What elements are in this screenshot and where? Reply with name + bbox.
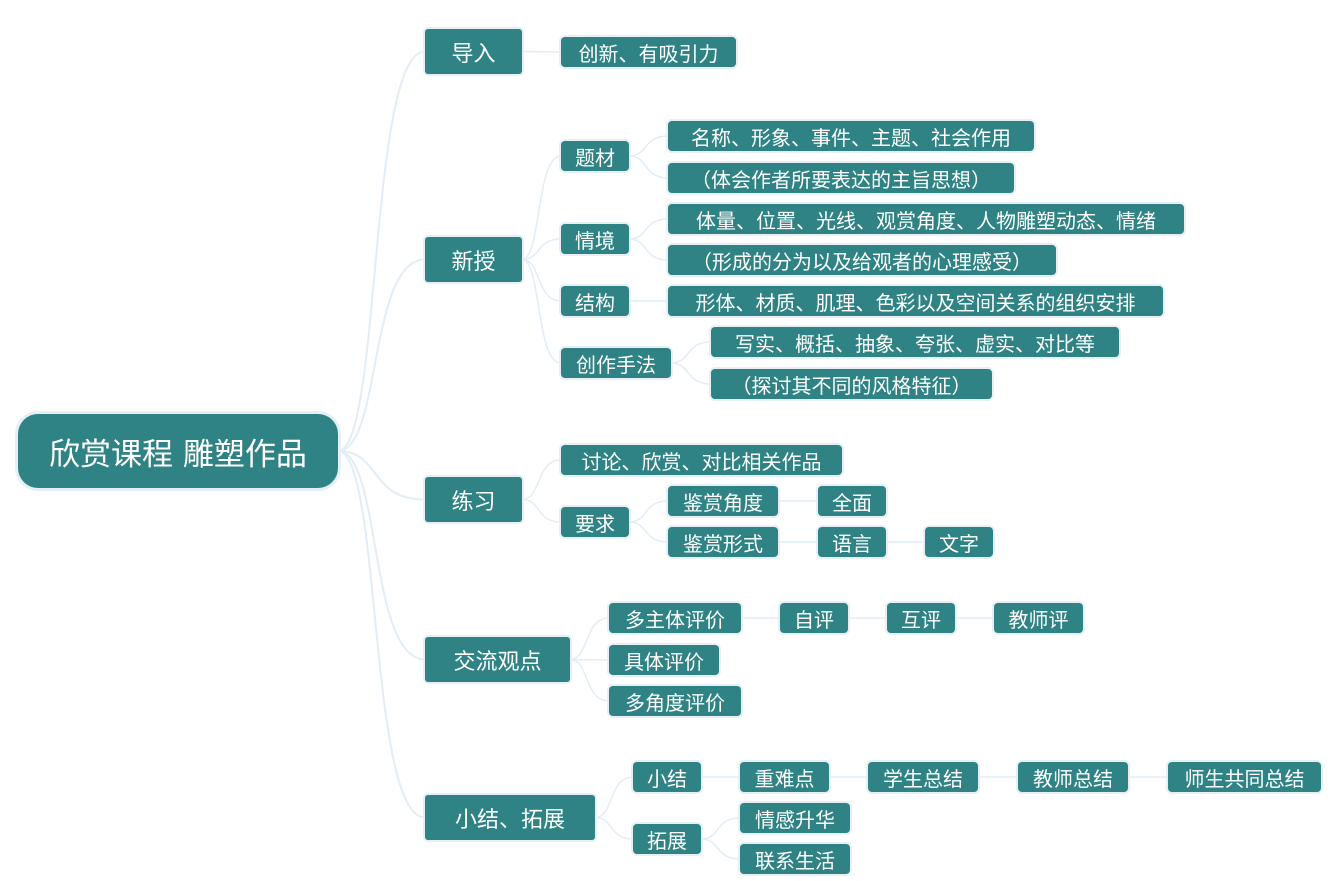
node-key-difficult-points[interactable]: 重难点 bbox=[740, 762, 829, 792]
node-specific-evaluation[interactable]: 具体评价 bbox=[609, 645, 719, 675]
connector-new-to-context bbox=[521, 238, 562, 261]
node-multi-angle-evaluation[interactable]: 多角度评价 bbox=[609, 686, 741, 716]
node-appreciation-angle[interactable]: 鉴赏角度 bbox=[668, 486, 778, 516]
connector-practice-to-discuss bbox=[521, 459, 562, 501]
node-appreciation-form[interactable]: 鉴赏形式 bbox=[668, 527, 778, 557]
situation-elements[interactable]: 体量、位置、光线、观赏角度、人物雕塑动态、情绪 bbox=[668, 204, 1184, 234]
creative-methods-list[interactable]: 写实、概括、抽象、夸张、虚实、对比等 bbox=[711, 327, 1119, 357]
node-multi-subject-evaluation[interactable]: 多主体评价 bbox=[609, 603, 741, 633]
connector-root-to-new bbox=[337, 258, 426, 452]
node-summary[interactable]: 小结 bbox=[633, 762, 701, 792]
branch-practice[interactable]: 练习 bbox=[425, 477, 522, 522]
connector-exchange-to-angles bbox=[569, 658, 610, 702]
connector-context-to-context-c1 bbox=[628, 218, 669, 240]
node-requirements[interactable]: 要求 bbox=[561, 507, 629, 537]
connector-new-to-structure bbox=[521, 258, 562, 302]
connector-summary-to-sum bbox=[594, 776, 634, 819]
branch-intro[interactable]: 导入 bbox=[425, 29, 522, 74]
node-structure[interactable]: 结构 bbox=[561, 286, 629, 316]
node-student-summary[interactable]: 学生总结 bbox=[868, 762, 978, 792]
node-emotional-elevation[interactable]: 情感升华 bbox=[740, 803, 850, 833]
connector-intro-to-intro-c1 bbox=[521, 50, 562, 53]
connector-exchange-to-multi bbox=[569, 617, 610, 661]
branch-new-lesson[interactable]: 新授 bbox=[425, 237, 522, 282]
node-joint-summary[interactable]: 师生共同总结 bbox=[1168, 762, 1321, 792]
intro-innovative-attractive[interactable]: 创新、有吸引力 bbox=[561, 37, 736, 67]
node-comprehensive[interactable]: 全面 bbox=[818, 486, 886, 516]
connector-practice-to-require bbox=[521, 498, 562, 523]
connector-require-to-angle bbox=[628, 500, 669, 523]
node-self-evaluation[interactable]: 自评 bbox=[780, 603, 848, 633]
node-spoken-language[interactable]: 语言 bbox=[818, 527, 886, 557]
node-teacher-evaluation[interactable]: 教师评 bbox=[994, 603, 1083, 633]
connector-new-to-theme bbox=[521, 155, 562, 261]
node-subject-matter[interactable]: 题材 bbox=[561, 141, 629, 171]
node-discuss-appreciate-compare[interactable]: 讨论、欣赏、对比相关作品 bbox=[561, 445, 842, 475]
connector-new-to-method bbox=[521, 258, 562, 364]
node-extension[interactable]: 拓展 bbox=[633, 824, 701, 854]
node-teacher-summary[interactable]: 教师总结 bbox=[1018, 762, 1128, 792]
connector-root-to-practice bbox=[337, 450, 426, 501]
branch-summary-extension[interactable]: 小结、拓展 bbox=[425, 795, 595, 840]
connector-summary-to-extend bbox=[594, 816, 634, 840]
structure-elements[interactable]: 形体、材质、肌理、色彩以及空间关系的组织安排 bbox=[668, 286, 1163, 316]
node-connect-to-life[interactable]: 联系生活 bbox=[740, 844, 850, 874]
subject-matter-note[interactable]: （体会作者所要表达的主旨思想） bbox=[668, 163, 1014, 193]
creative-methods-note[interactable]: （探讨其不同的风格特征） bbox=[711, 369, 992, 399]
connector-method-to-method-c1 bbox=[670, 341, 712, 364]
node-peer-evaluation[interactable]: 互评 bbox=[887, 603, 955, 633]
root-node[interactable]: 欣赏课程 雕塑作品 bbox=[18, 414, 338, 488]
branch-exchange-views[interactable]: 交流观点 bbox=[425, 637, 570, 682]
connector-extend-to-extend-c1 bbox=[700, 817, 741, 840]
connector-theme-to-theme-c2 bbox=[628, 155, 669, 179]
node-creative-methods[interactable]: 创作手法 bbox=[561, 348, 671, 378]
connector-method-to-method-c2 bbox=[670, 362, 712, 385]
connector-context-to-context-c2 bbox=[628, 238, 669, 261]
connector-theme-to-theme-c1 bbox=[628, 135, 669, 157]
connector-root-to-exchange bbox=[337, 450, 426, 661]
connector-require-to-form bbox=[628, 521, 669, 543]
connector-extend-to-extend-c2 bbox=[700, 838, 741, 860]
node-written-text[interactable]: 文字 bbox=[925, 527, 993, 557]
connector-exchange-to-specific bbox=[569, 658, 610, 661]
situation-note[interactable]: （形成的分为以及给观者的心理感受） bbox=[668, 245, 1056, 275]
connector-root-to-intro bbox=[337, 50, 426, 452]
subject-matter-elements[interactable]: 名称、形象、事件、主题、社会作用 bbox=[668, 121, 1034, 151]
connector-root-to-summary bbox=[337, 450, 426, 819]
node-situation[interactable]: 情境 bbox=[561, 224, 629, 254]
